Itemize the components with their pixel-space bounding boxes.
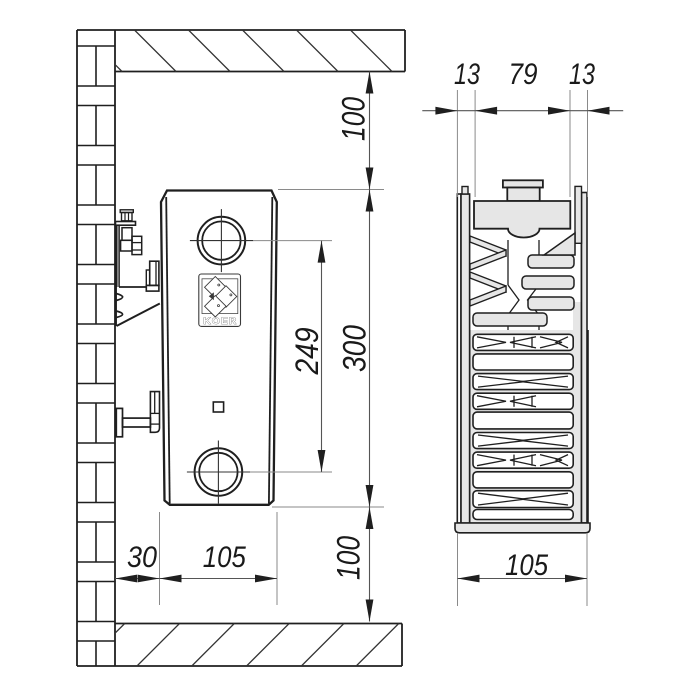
svg-text:KOER: KOER [203,316,237,326]
svg-text:100: 100 [331,536,367,580]
svg-text:105: 105 [203,541,246,574]
svg-text:105: 105 [505,549,548,582]
svg-text:30: 30 [127,541,157,574]
svg-text:13: 13 [454,58,480,91]
svg-text:300: 300 [337,325,373,372]
svg-text:79: 79 [509,58,538,91]
svg-text:100: 100 [336,97,372,141]
svg-text:249: 249 [289,327,325,375]
svg-text:13: 13 [569,58,595,91]
